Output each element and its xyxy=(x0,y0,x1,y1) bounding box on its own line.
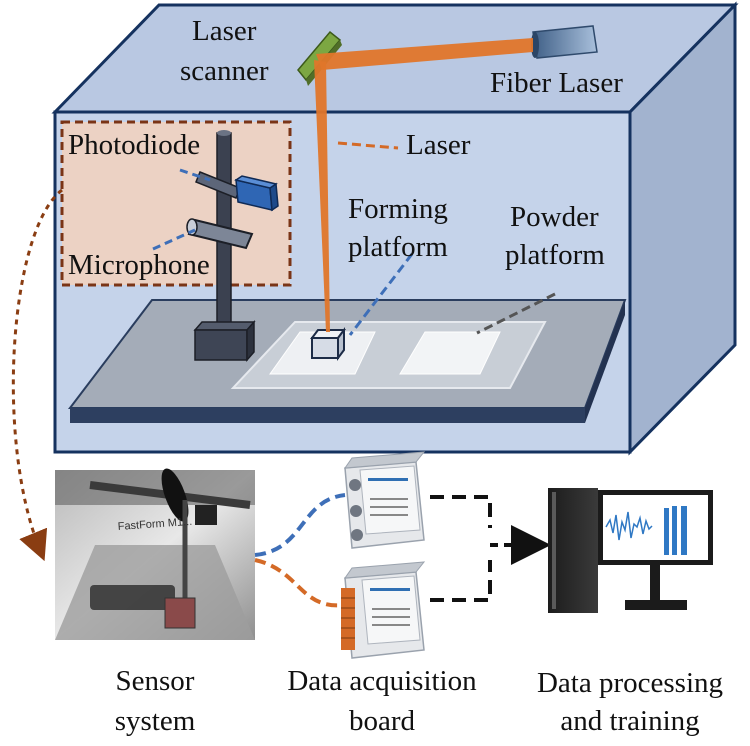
daq-caption-line2: board xyxy=(349,705,416,737)
daq-module-bottom xyxy=(341,561,426,659)
laser-beam-horizontal xyxy=(316,38,533,70)
daq-top-connector xyxy=(430,495,492,528)
powder-platform-label-line1: Powder xyxy=(510,201,599,233)
pc-tower xyxy=(548,488,598,613)
plate-right xyxy=(585,300,625,423)
printed-part-cube xyxy=(310,327,346,361)
monitor-stand xyxy=(650,565,660,600)
monitor-base xyxy=(625,600,687,610)
photo-to-daq-top-link xyxy=(254,493,346,557)
laser-beam-vertical xyxy=(314,60,330,332)
monitor-screen xyxy=(603,495,708,560)
photo-to-daq-bottom-link xyxy=(254,558,346,608)
laser-scanner-label-line2: scanner xyxy=(180,55,269,87)
photodiode-leader-line xyxy=(179,168,211,182)
fiber-laser-label: Fiber Laser xyxy=(490,67,623,99)
processing-caption-line1: Data processing xyxy=(537,667,723,699)
spectrum-bar-3 xyxy=(681,506,687,555)
spectrum-bar-2 xyxy=(672,506,677,555)
forming-platform-label-line2: platform xyxy=(348,231,448,263)
build-plate xyxy=(67,299,627,423)
processing-caption-line2: and training xyxy=(560,705,699,737)
plate-front xyxy=(70,408,585,423)
laser-leader-line xyxy=(337,141,399,150)
spectrum-bar-1 xyxy=(664,508,669,555)
computer-icon xyxy=(548,488,713,613)
microphone-label: Microphone xyxy=(68,249,210,281)
laser-label: Laser xyxy=(406,129,471,161)
sensor-to-photo-arrow xyxy=(11,188,63,562)
photo-machine-text: FastForm M1... xyxy=(117,516,192,533)
microphone-leader-line xyxy=(152,228,196,251)
sensor-stand xyxy=(186,130,279,362)
photodiode-label: Photodiode xyxy=(68,129,200,161)
signal-waveform xyxy=(605,511,653,541)
stand-base xyxy=(193,320,256,362)
forming-platform-label-line1: Forming xyxy=(348,193,448,225)
sensor-photo-icon: FastForm M1... xyxy=(55,468,255,640)
forming-platform-leader xyxy=(348,253,414,336)
powder-platform-label-line2: platform xyxy=(505,239,605,271)
powder-platform-plate xyxy=(399,331,501,375)
daq-bottom-connector xyxy=(430,560,492,602)
sensor-system-caption-line1: Sensor xyxy=(116,665,195,697)
powder-platform-leader xyxy=(476,292,556,335)
sensor-system-caption-line2: system xyxy=(115,705,196,737)
daq-module-top xyxy=(343,451,426,549)
fiber-laser-source xyxy=(531,25,598,59)
daq-caption-line1: Data acquisition xyxy=(287,665,477,697)
laser-scanner-label-line1: Laser xyxy=(192,15,257,47)
